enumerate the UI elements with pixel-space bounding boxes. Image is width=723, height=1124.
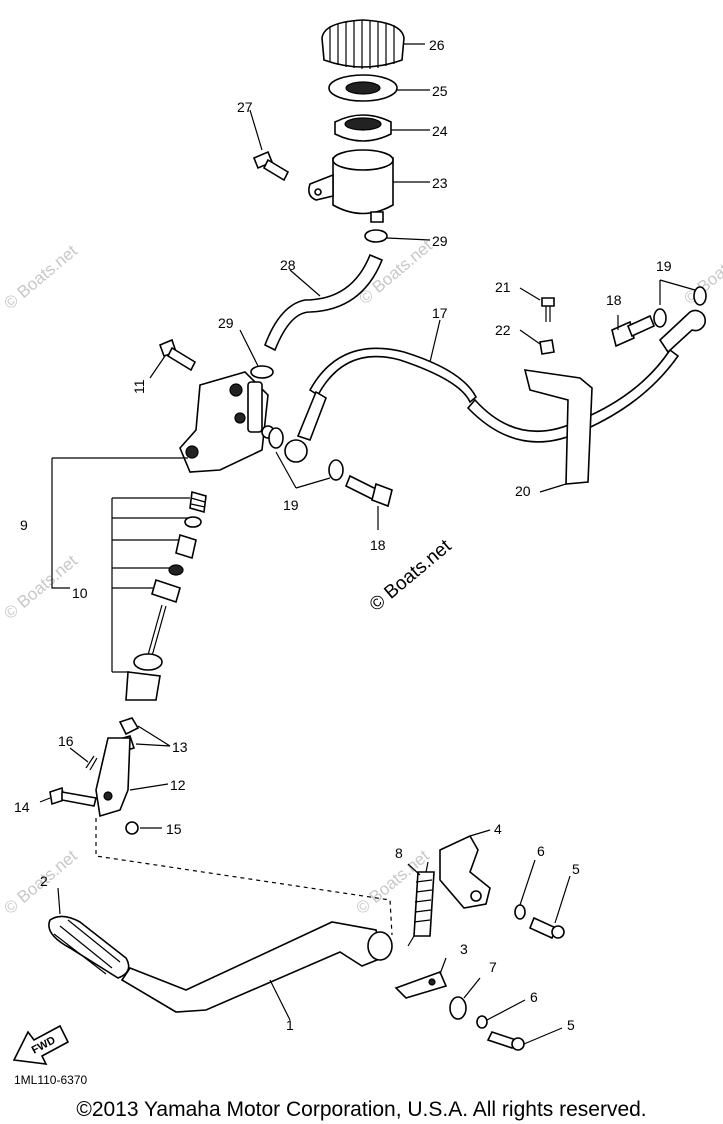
reservoir-bolt [249,109,290,182]
callout-1: 1 [286,1017,294,1033]
union-bolts [344,314,656,530]
clevis-pin [39,786,97,807]
bolt-washer-lower [476,999,563,1051]
callout-23: 23 [432,175,448,191]
callout-13: 13 [172,739,188,755]
callout-3: 3 [460,941,468,957]
parts-diagram: © Boats.net © Boats.net © Boats.net © Bo… [0,19,723,1087]
kit-brackets [51,457,190,673]
callout-28: 28 [280,257,296,273]
diaphragm-plate [328,74,430,102]
reservoir-cap [321,19,425,69]
hose-clip-lower [239,329,274,379]
callout-27: 27 [237,99,253,115]
diagram-code: 1ML110-6370 [14,1073,87,1087]
master-cylinder [179,371,275,473]
callout-5: 5 [567,1017,575,1033]
callout-7: 7 [489,959,497,975]
switch-bracket [439,829,491,909]
callout-29: 29 [432,233,448,249]
pedal-cap [449,977,481,1020]
callout-numbers: 26 25 24 23 27 29 28 29 11 21 22 17 18 1… [14,37,672,1033]
copyright-notice: ©2013 Yamaha Motor Corporation, U.S.A. A… [76,1098,647,1121]
hose-washers [268,279,707,489]
callout-26: 26 [429,37,445,53]
return-spring [407,861,435,947]
bolt-washer-upper [514,859,571,940]
brake-pedal [120,921,393,1021]
callout-19: 19 [656,258,672,274]
footrest-rubber [48,887,130,979]
master-cylinder-bolt [149,338,197,379]
reservoir-hose [263,253,384,352]
alignment-line [95,818,393,936]
callout-29: 29 [218,315,234,331]
callout-21: 21 [495,279,511,295]
cotter-pin [69,747,98,771]
clevis-washer [125,821,162,835]
callout-18: 18 [606,292,622,308]
callout-5: 5 [572,861,580,877]
callout-4: 4 [494,821,502,837]
reservoir-tank [308,149,430,223]
callout-25: 25 [432,83,448,99]
hose-bracket [523,369,593,493]
master-cylinder-kit [125,490,207,701]
callout-20: 20 [515,483,531,499]
forward-arrow-icon: FWD [12,1024,70,1065]
callout-10: 10 [72,585,88,601]
faint-watermark: © Boats.net [0,551,81,623]
callout-6: 6 [537,843,545,859]
callout-16: 16 [58,733,74,749]
diaphragm [334,114,430,142]
bracket-bolt-nut [519,287,555,355]
callout-24: 24 [432,123,448,139]
callout-12: 12 [170,777,186,793]
callout-15: 15 [166,821,182,837]
callout-19: 19 [283,497,299,513]
clevis [95,737,169,818]
callout-17: 17 [432,305,448,321]
hose-clip-upper [364,229,431,243]
callout-2: 2 [40,873,48,889]
callout-22: 22 [495,322,511,338]
faint-watermark: © Boats.net [0,241,81,313]
stopper-plate [394,957,448,999]
callout-14: 14 [14,799,30,815]
callout-8: 8 [395,845,403,861]
callout-6: 6 [530,989,538,1005]
callout-18: 18 [370,537,386,553]
callout-11: 11 [131,379,147,394]
callout-9: 9 [20,517,28,533]
